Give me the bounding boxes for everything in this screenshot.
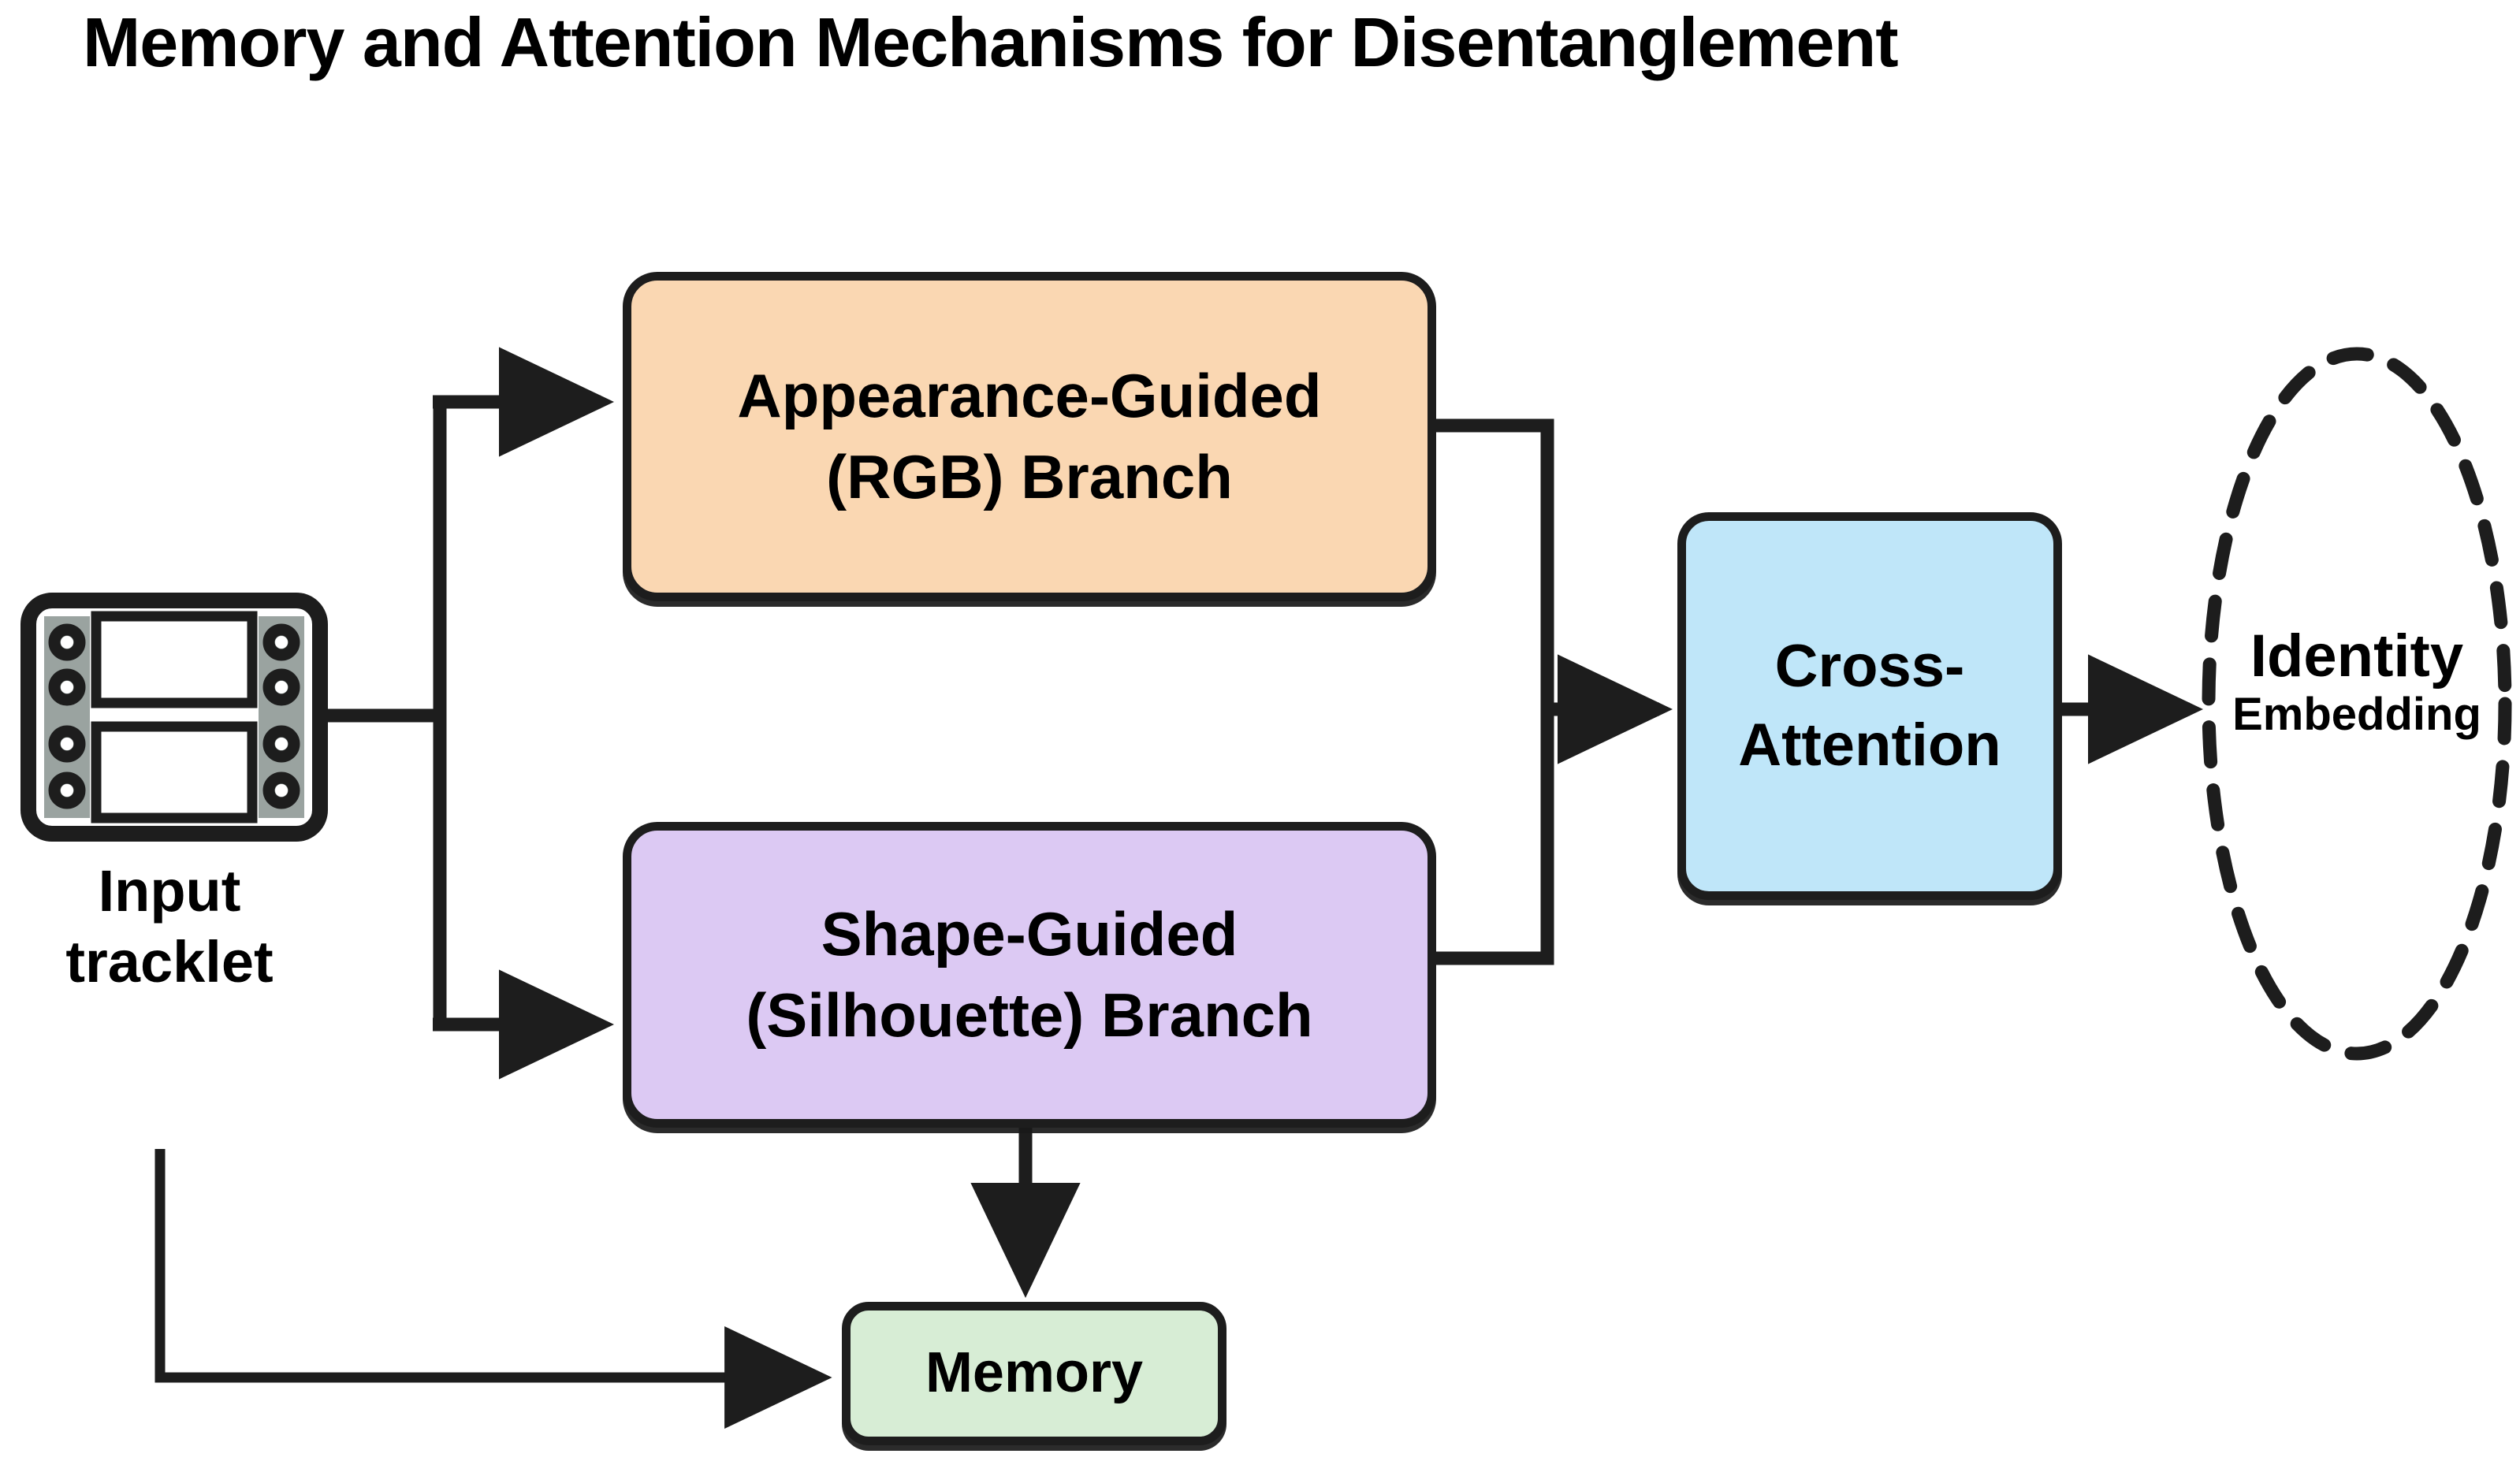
node-memory[interactable]: Memory	[842, 1302, 1226, 1445]
edge-input-to-memory	[154, 1149, 832, 1429]
node-shape-guided-silhouette-branch[interactable]: Shape-Guided (Silhouette) Branch	[623, 822, 1436, 1128]
input-tracklet-label: Input tracklet	[0, 856, 339, 998]
input-caption-line2: tracklet	[65, 929, 274, 995]
node-label: Cross- Attention	[1721, 627, 2018, 786]
shape-branch-line1: Shape-Guided	[821, 899, 1238, 969]
node-cross-attention[interactable]: Cross- Attention	[1677, 512, 2062, 900]
input-caption-line1: Input	[98, 858, 241, 924]
shape-branch-line2: (Silhouette) Branch	[746, 980, 1313, 1050]
cross-attention-line2: Attention	[1738, 712, 2001, 779]
rgb-branch-line2: (RGB) Branch	[826, 442, 1233, 511]
identity-line2: Embedding	[2232, 689, 2481, 740]
node-label: Memory	[925, 1341, 1144, 1405]
identity-line1: Identity	[2250, 623, 2464, 690]
film-strip-icon	[20, 593, 328, 842]
rgb-branch-line1: Appearance-Guided	[737, 361, 1322, 431]
cross-attention-line1: Cross-	[1774, 632, 1965, 700]
node-label: Shape-Guided (Silhouette) Branch	[728, 894, 1330, 1056]
edge-shape-to-cross	[1436, 709, 1554, 965]
node-label: Appearance-Guided (RGB) Branch	[720, 355, 1338, 518]
node-appearance-guided-rgb-branch[interactable]: Appearance-Guided (RGB) Branch	[623, 272, 1436, 601]
edge-rgb-to-cross	[1436, 418, 1554, 709]
page-title: Memory and Attention Mechanisms for Dise…	[83, 3, 1899, 81]
node-identity-embedding[interactable]: Identity Embedding	[2183, 626, 2520, 744]
